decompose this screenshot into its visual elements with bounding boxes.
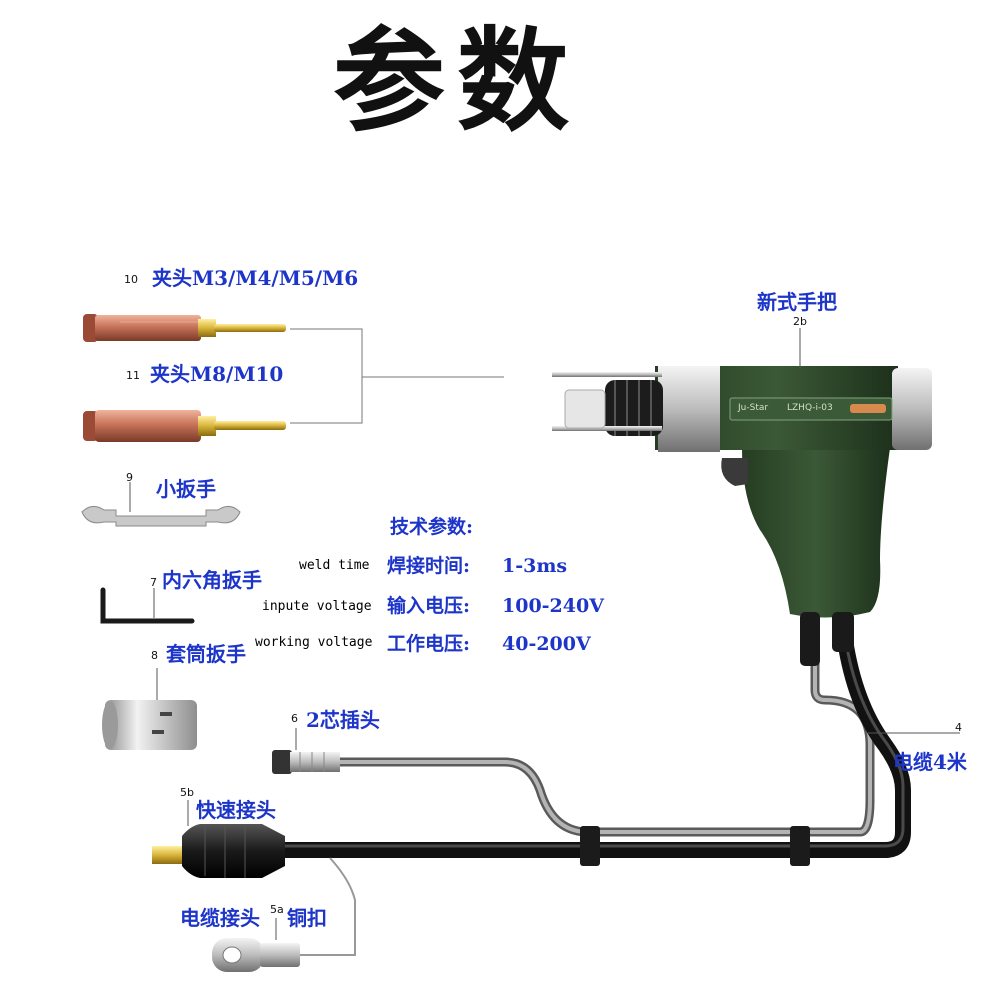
spec-heading: 技术参数: [390, 516, 474, 538]
label-hex-key: 内六角扳手 [162, 568, 262, 592]
part-number-10: 10 [124, 273, 138, 286]
collet-bracket-line [290, 328, 504, 424]
spec-en-working-voltage: working voltage [255, 635, 373, 650]
part-number-9: 9 [126, 471, 133, 484]
part-number-5a: 5a [270, 903, 284, 916]
cable-clamp [790, 826, 810, 866]
two-pin-plug [272, 750, 340, 774]
label-small-wrench: 小扳手 [156, 477, 216, 501]
spec-en-input-voltage: inpute voltage [262, 599, 372, 614]
part-number-7: 7 [150, 576, 157, 589]
collet-m8-m10 [83, 410, 286, 442]
part-number-8: 8 [151, 649, 158, 662]
hex-key [100, 587, 195, 624]
label-quick-connector: 快速接头 [196, 798, 276, 822]
welding-gun [552, 366, 932, 666]
spec-value-input-voltage: 100-240V [502, 595, 604, 617]
label-socket-wrench: 套筒扳手 [166, 642, 246, 666]
spec-cn-input-voltage: 输入电压: [387, 595, 471, 617]
part-number-6: 6 [291, 712, 298, 725]
spec-cn-weld-time: 焊接时间: [387, 555, 471, 577]
collet-m3-m6 [83, 314, 286, 342]
label-collet-m8-m10: 夹头M8/M10 [150, 362, 284, 386]
label-two-pin-plug: 2芯插头 [306, 708, 380, 732]
spec-value-working-voltage: 40-200V [502, 633, 591, 655]
spec-en-weld-time: weld time [299, 558, 370, 573]
label-cable-4m: 电缆4米 [893, 750, 967, 774]
spec-value-weld-time: 1-3ms [502, 555, 568, 577]
gun-model-text: LZHQ-i-03 [787, 403, 833, 413]
part-number-5b: 5b [180, 786, 194, 799]
part-number-11: 11 [126, 369, 140, 382]
label-collet-m3-m6: 夹头M3/M4/M5/M6 [152, 266, 359, 290]
part-number-2b: 2b [793, 315, 807, 328]
socket-wrench [102, 700, 197, 750]
label-copper-lug: 铜扣 [287, 906, 327, 930]
quick-connector [152, 824, 285, 878]
label-cable-connector: 电缆接头 [180, 906, 260, 930]
gun-brand-text: Ju-Star [738, 403, 769, 413]
label-new-handle: 新式手把 [757, 290, 837, 314]
ring-terminal [212, 938, 300, 972]
spec-cn-working-voltage: 工作电压: [387, 633, 471, 655]
cable-clamp [580, 826, 600, 866]
page-title: 参数 [333, 17, 581, 147]
small-wrench [81, 506, 241, 527]
part-number-4: 4 [955, 721, 962, 734]
